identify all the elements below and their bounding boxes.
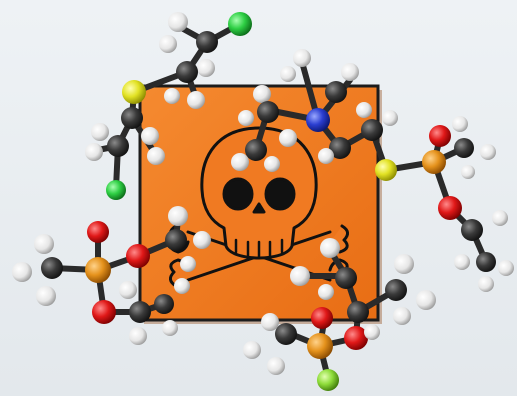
carbon-atom [325, 81, 347, 103]
carbon-atom [196, 31, 218, 53]
carbon-atom [154, 294, 174, 314]
hydrogen-atom [164, 88, 180, 104]
oxygen-atom [87, 221, 109, 243]
hydrogen-atom [12, 262, 32, 282]
carbon-atom [461, 219, 483, 241]
carbon-atom [476, 252, 496, 272]
hydrogen-atom [159, 35, 177, 53]
phosphorus-atom [422, 150, 446, 174]
hydrogen-atom [280, 66, 296, 82]
nitrogen-atom [306, 108, 330, 132]
hydrogen-atom [180, 256, 196, 272]
sulfur-atom [122, 80, 146, 104]
carbon-atom [361, 119, 383, 141]
hydrogen-atom [498, 260, 514, 276]
hydrogen-atom [318, 148, 334, 164]
hydrogen-atom [85, 143, 103, 161]
hydrogen-atom [162, 320, 178, 336]
hydrogen-atom [480, 144, 496, 160]
carbon-atom [176, 61, 198, 83]
carbon-atom [165, 229, 187, 251]
hydrogen-atom [187, 91, 205, 109]
skull-icon [200, 126, 318, 260]
hydrogen-atom [293, 49, 311, 67]
chlorine-atom [228, 12, 252, 36]
fluorine-atom [317, 369, 339, 391]
hydrogen-atom [267, 357, 285, 375]
carbon-atom [329, 137, 351, 159]
hydrogen-atom [168, 206, 188, 226]
hydrogen-atom [129, 327, 147, 345]
carbon-atom [121, 107, 143, 129]
oxygen-atom [429, 125, 451, 147]
carbon-atom [129, 301, 151, 323]
oxygen-atom [438, 196, 462, 220]
hydrogen-atom [492, 210, 508, 226]
carbon-atom [257, 101, 279, 123]
chlorine-atom [106, 180, 126, 200]
hydrogen-atom [147, 147, 165, 165]
carbon-atom [385, 279, 407, 301]
hydrogen-atom [416, 290, 436, 310]
hydrogen-atom [238, 110, 254, 126]
hydrogen-atom [356, 102, 372, 118]
oxygen-atom [311, 307, 333, 329]
hydrogen-atom [393, 307, 411, 325]
hydrogen-atom [119, 281, 137, 299]
carbon-atom [347, 301, 369, 323]
carbon-atom [335, 267, 357, 289]
hydrogen-atom [290, 266, 310, 286]
hydrogen-atom [261, 313, 279, 331]
hydrogen-atom [36, 286, 56, 306]
oxygen-atom [92, 300, 116, 324]
hydrogen-atom [243, 341, 261, 359]
hydrogen-atom [454, 254, 470, 270]
hydrogen-atom [364, 324, 380, 340]
hydrogen-atom [461, 165, 475, 179]
hydrogen-atom [231, 153, 249, 171]
hydrogen-atom [197, 59, 215, 77]
hydrogen-atom [341, 63, 359, 81]
carbon-atom [245, 139, 267, 161]
hydrogen-atom [394, 254, 414, 274]
carbon-atom [275, 323, 297, 345]
hydrogen-atom [264, 156, 280, 172]
phosphorus-atom [85, 257, 111, 283]
hydrogen-atom [320, 238, 340, 258]
hydrogen-atom [34, 234, 54, 254]
hydrogen-atom [141, 127, 159, 145]
phosphorus-atom [307, 333, 333, 359]
carbon-atom [454, 138, 474, 158]
oxygen-atom [344, 326, 368, 350]
hydrogen-atom [318, 284, 334, 300]
carbon-atom [41, 257, 63, 279]
hydrogen-atom [253, 85, 271, 103]
hydrogen-atom [168, 12, 188, 32]
sulfur-atom [375, 159, 397, 181]
carbon-atom [107, 135, 129, 157]
hydrogen-atom [174, 278, 190, 294]
hydrogen-atom [193, 231, 211, 249]
hydrogen-atom [452, 116, 468, 132]
molecule-atoms [12, 12, 514, 391]
hydrogen-atom [91, 123, 109, 141]
oxygen-atom [126, 244, 150, 268]
hydrogen-atom [382, 110, 398, 126]
hydrogen-atom [279, 129, 297, 147]
hydrogen-atom [478, 276, 494, 292]
